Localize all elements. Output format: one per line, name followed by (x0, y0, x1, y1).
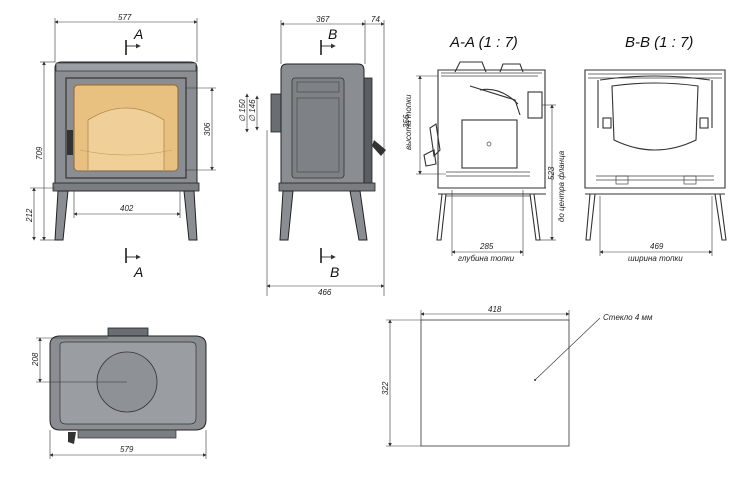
glass-panel (420, 319, 570, 447)
glass-height-dim: 322 (381, 381, 390, 395)
stove-top-rim (55, 62, 197, 72)
section-bb: B-B (1 : 7) 469 ширина топки (584, 34, 727, 263)
section-aa-height-dim: 356 (402, 114, 411, 128)
top-handle (68, 432, 76, 444)
cut-label-b-bottom: B (330, 264, 339, 280)
section-bb-width-dim: 469 (650, 242, 664, 251)
side-view: 367 74 466 ∅ 150 ∅ 146 B B (238, 15, 386, 297)
side-panel (291, 77, 345, 179)
section-aa-depth-dim: 285 (479, 242, 494, 251)
front-width-dim: 577 (118, 13, 132, 22)
glass-label: Стекло 4 мм (603, 313, 653, 322)
side-handle (372, 140, 386, 156)
leg-right (183, 190, 198, 241)
front-leg-height-dim: 212 (25, 208, 34, 223)
section-bb-title: B-B (1 : 7) (625, 34, 693, 51)
side-leg-rear (349, 190, 368, 241)
section-aa-flange-label: до центра фланца (557, 150, 566, 222)
flue-outer-dim: ∅ 150 (238, 99, 247, 122)
cut-label-a-top: A (133, 26, 143, 42)
section-aa-depth-label: глубина топки (458, 254, 515, 263)
top-flue-offset-dim: 208 (31, 352, 40, 367)
section-aa: A-A (1 : 7) 285 глубина топки 356 высота… (402, 34, 566, 263)
top-width-dim: 579 (120, 445, 134, 454)
section-bb-width-label: ширина топки (628, 254, 683, 263)
glass-panel-view: 418 322 Стекло 4 мм (381, 305, 653, 447)
front-height-dim: 709 (35, 146, 44, 160)
flue-inner-dim: ∅ 146 (248, 99, 257, 122)
front-door-height-dim: 306 (203, 122, 212, 136)
cut-label-b-top: B (328, 26, 337, 42)
leg-left (54, 190, 69, 241)
flue-collar (270, 93, 282, 133)
side-total-depth-dim: 466 (318, 288, 332, 297)
front-opening-width-dim: 402 (120, 204, 134, 213)
section-aa-height-label: высота топки (404, 94, 413, 150)
section-aa-flange-dim: 523 (547, 166, 556, 180)
section-aa-title: A-A (1 : 7) (449, 34, 518, 51)
side-depth-dim: 367 (316, 15, 330, 24)
cut-label-a-bottom: A (133, 264, 143, 280)
stove-base (52, 182, 200, 192)
door-handle (67, 130, 73, 155)
side-leg-front (279, 190, 294, 241)
top-view: 208 579 (31, 327, 207, 459)
firebox-arch (87, 107, 165, 170)
side-collar-dim: 74 (371, 15, 380, 24)
front-view: 577 709 212 306 402 A A (25, 13, 216, 280)
glass-width-dim: 418 (488, 305, 502, 314)
